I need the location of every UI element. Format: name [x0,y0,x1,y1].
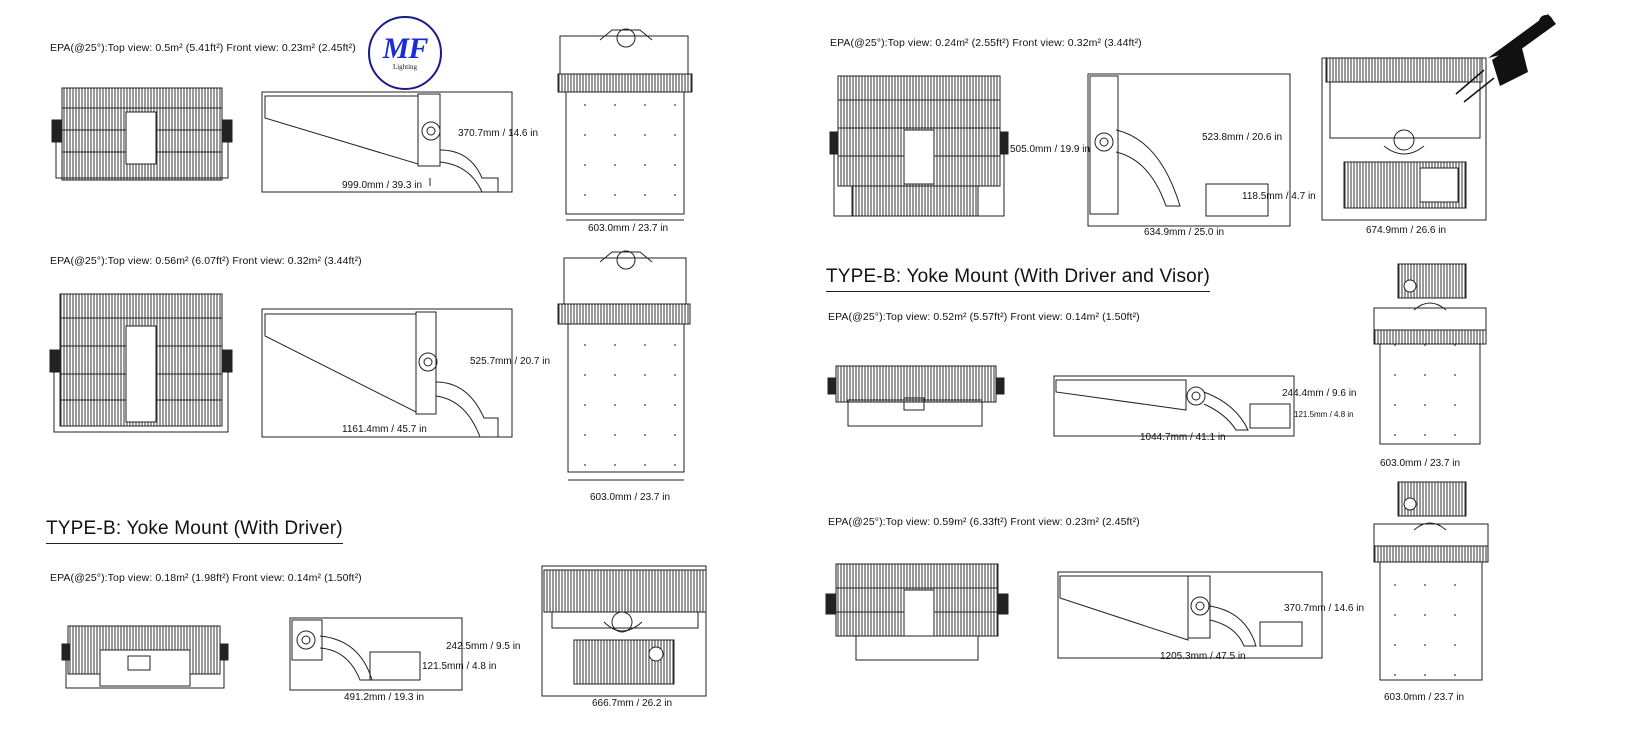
epa-spec: EPA(@25°):Top view: 0.18m² (1.98ft²) Fro… [50,572,362,584]
side-view-3 [289,617,463,691]
side-view-6 [1057,571,1323,659]
epa-spec: EPA(@25°):Top view: 0.52m² (5.57ft²) Fro… [828,311,1140,323]
dimension-label: 118.5mm / 4.7 in [1242,191,1316,202]
dimension-label: 370.7mm / 14.6 in [458,128,539,139]
dimension-label: 244.4mm / 9.6 in [1282,388,1357,399]
dimension-label: 603.0mm / 23.7 in [1380,458,1461,469]
dimension-label: 121.5mm / 4.8 in [1294,410,1354,419]
top-view-3 [541,565,707,697]
front-view-4 [829,75,1009,217]
side-view-2 [261,308,513,438]
dimension-label: 1044.7mm / 41.1 in [1140,432,1226,443]
front-view-3 [61,625,229,689]
side-view-4 [1087,73,1291,227]
epa-spec: EPA(@25°):Top view: 0.24m² (2.55ft²) Fro… [830,37,1142,49]
front-view-6 [825,563,1009,661]
flying-hero-icon [1455,14,1556,103]
front-view-2 [49,293,233,433]
dimension-label: 370.7mm / 14.6 in [1284,603,1365,614]
dimension-label: 491.2mm / 19.3 in [344,692,425,703]
top-view-4 [1321,57,1487,221]
mf-lighting-logo: MF Lighting [368,16,442,90]
top-view-2 [557,250,691,481]
dimension-label: 523.8mm / 20.6 in [1202,132,1283,143]
logo-mark: MF [382,32,429,65]
logo-subtitle: Lighting [392,63,418,71]
top-view-1 [557,28,693,221]
front-view-1 [51,87,233,181]
dimension-label: 634.9mm / 25.0 in [1144,227,1225,238]
epa-spec: EPA(@25°):Top view: 0.59m² (6.33ft²) Fro… [828,516,1140,528]
dimension-label: 999.0mm / 39.3 in [342,180,423,191]
dimension-label: 674.9mm / 26.6 in [1366,225,1447,236]
dimension-label: 603.0mm / 23.7 in [590,492,671,503]
dimension-label: 525.7mm / 20.7 in [470,356,551,367]
front-view-5 [827,365,1005,427]
dimension-label: 242.5mm / 9.5 in [446,641,521,652]
dimension-label: 505.0mm / 19.9 in [1010,144,1091,155]
dimension-label: 121.5mm / 4.8 in [422,661,497,672]
heading-type-b-driver-visor: TYPE-B: Yoke Mount (With Driver and Viso… [826,266,1210,292]
dimension-label: 1205.3mm / 47.5 in [1160,651,1246,662]
dimension-label: 603.0mm / 23.7 in [1384,692,1465,703]
epa-spec: EPA(@25°):Top view: 0.56m² (6.07ft²) Fro… [50,255,362,267]
epa-spec: EPA(@25°):Top view: 0.5m² (5.41ft²) Fron… [50,42,356,54]
side-view-5 [1053,375,1295,437]
dimension-label: 1161.4mm / 45.7 in [342,424,427,435]
dimension-label: 603.0mm / 23.7 in [588,223,669,234]
top-view-5 [1373,263,1487,445]
top-view-6 [1373,481,1489,681]
heading-type-b-driver: TYPE-B: Yoke Mount (With Driver) [46,518,343,544]
dimension-label: 666.7mm / 26.2 in [592,698,673,709]
side-view-1 [261,91,513,193]
